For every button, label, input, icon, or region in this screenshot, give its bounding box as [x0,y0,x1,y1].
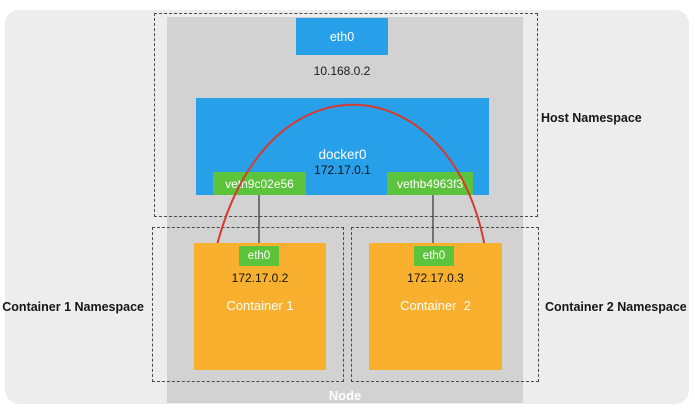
host-eth0-label: eth0 [329,29,355,44]
host-namespace-label: Host Namespace [541,111,642,125]
veth1-label: veth9c02e56 [225,176,294,191]
container2-eth0-label: eth0 [422,250,446,262]
host-ip-label: 10.168.0.2 [313,64,371,78]
node-label: Node [328,388,362,403]
container1-eth0-label: eth0 [247,250,271,262]
veth2-label: vethb4963f3 [396,176,464,191]
host-eth0-box: eth0 [296,18,388,55]
docker0-ip-label: 172.17.0.1 [314,162,371,177]
container2-name-label: Container 2 [400,298,471,313]
veth2-box: vethb4963f3 [387,172,473,195]
container2-eth0-chip: eth0 [414,246,454,266]
docker0-label: docker0 [318,146,367,162]
container1-eth0-chip: eth0 [239,246,279,266]
veth1-box: veth9c02e56 [213,172,306,195]
container1-name-label: Container 1 [226,298,294,313]
container1-namespace-label: Container 1 Namespace [2,300,144,314]
container1-ip-label: 172.17.0.2 [231,271,289,285]
container2-namespace-label: Container 2 Namespace [545,300,687,314]
container2-ip-label: 172.17.0.3 [407,271,464,285]
